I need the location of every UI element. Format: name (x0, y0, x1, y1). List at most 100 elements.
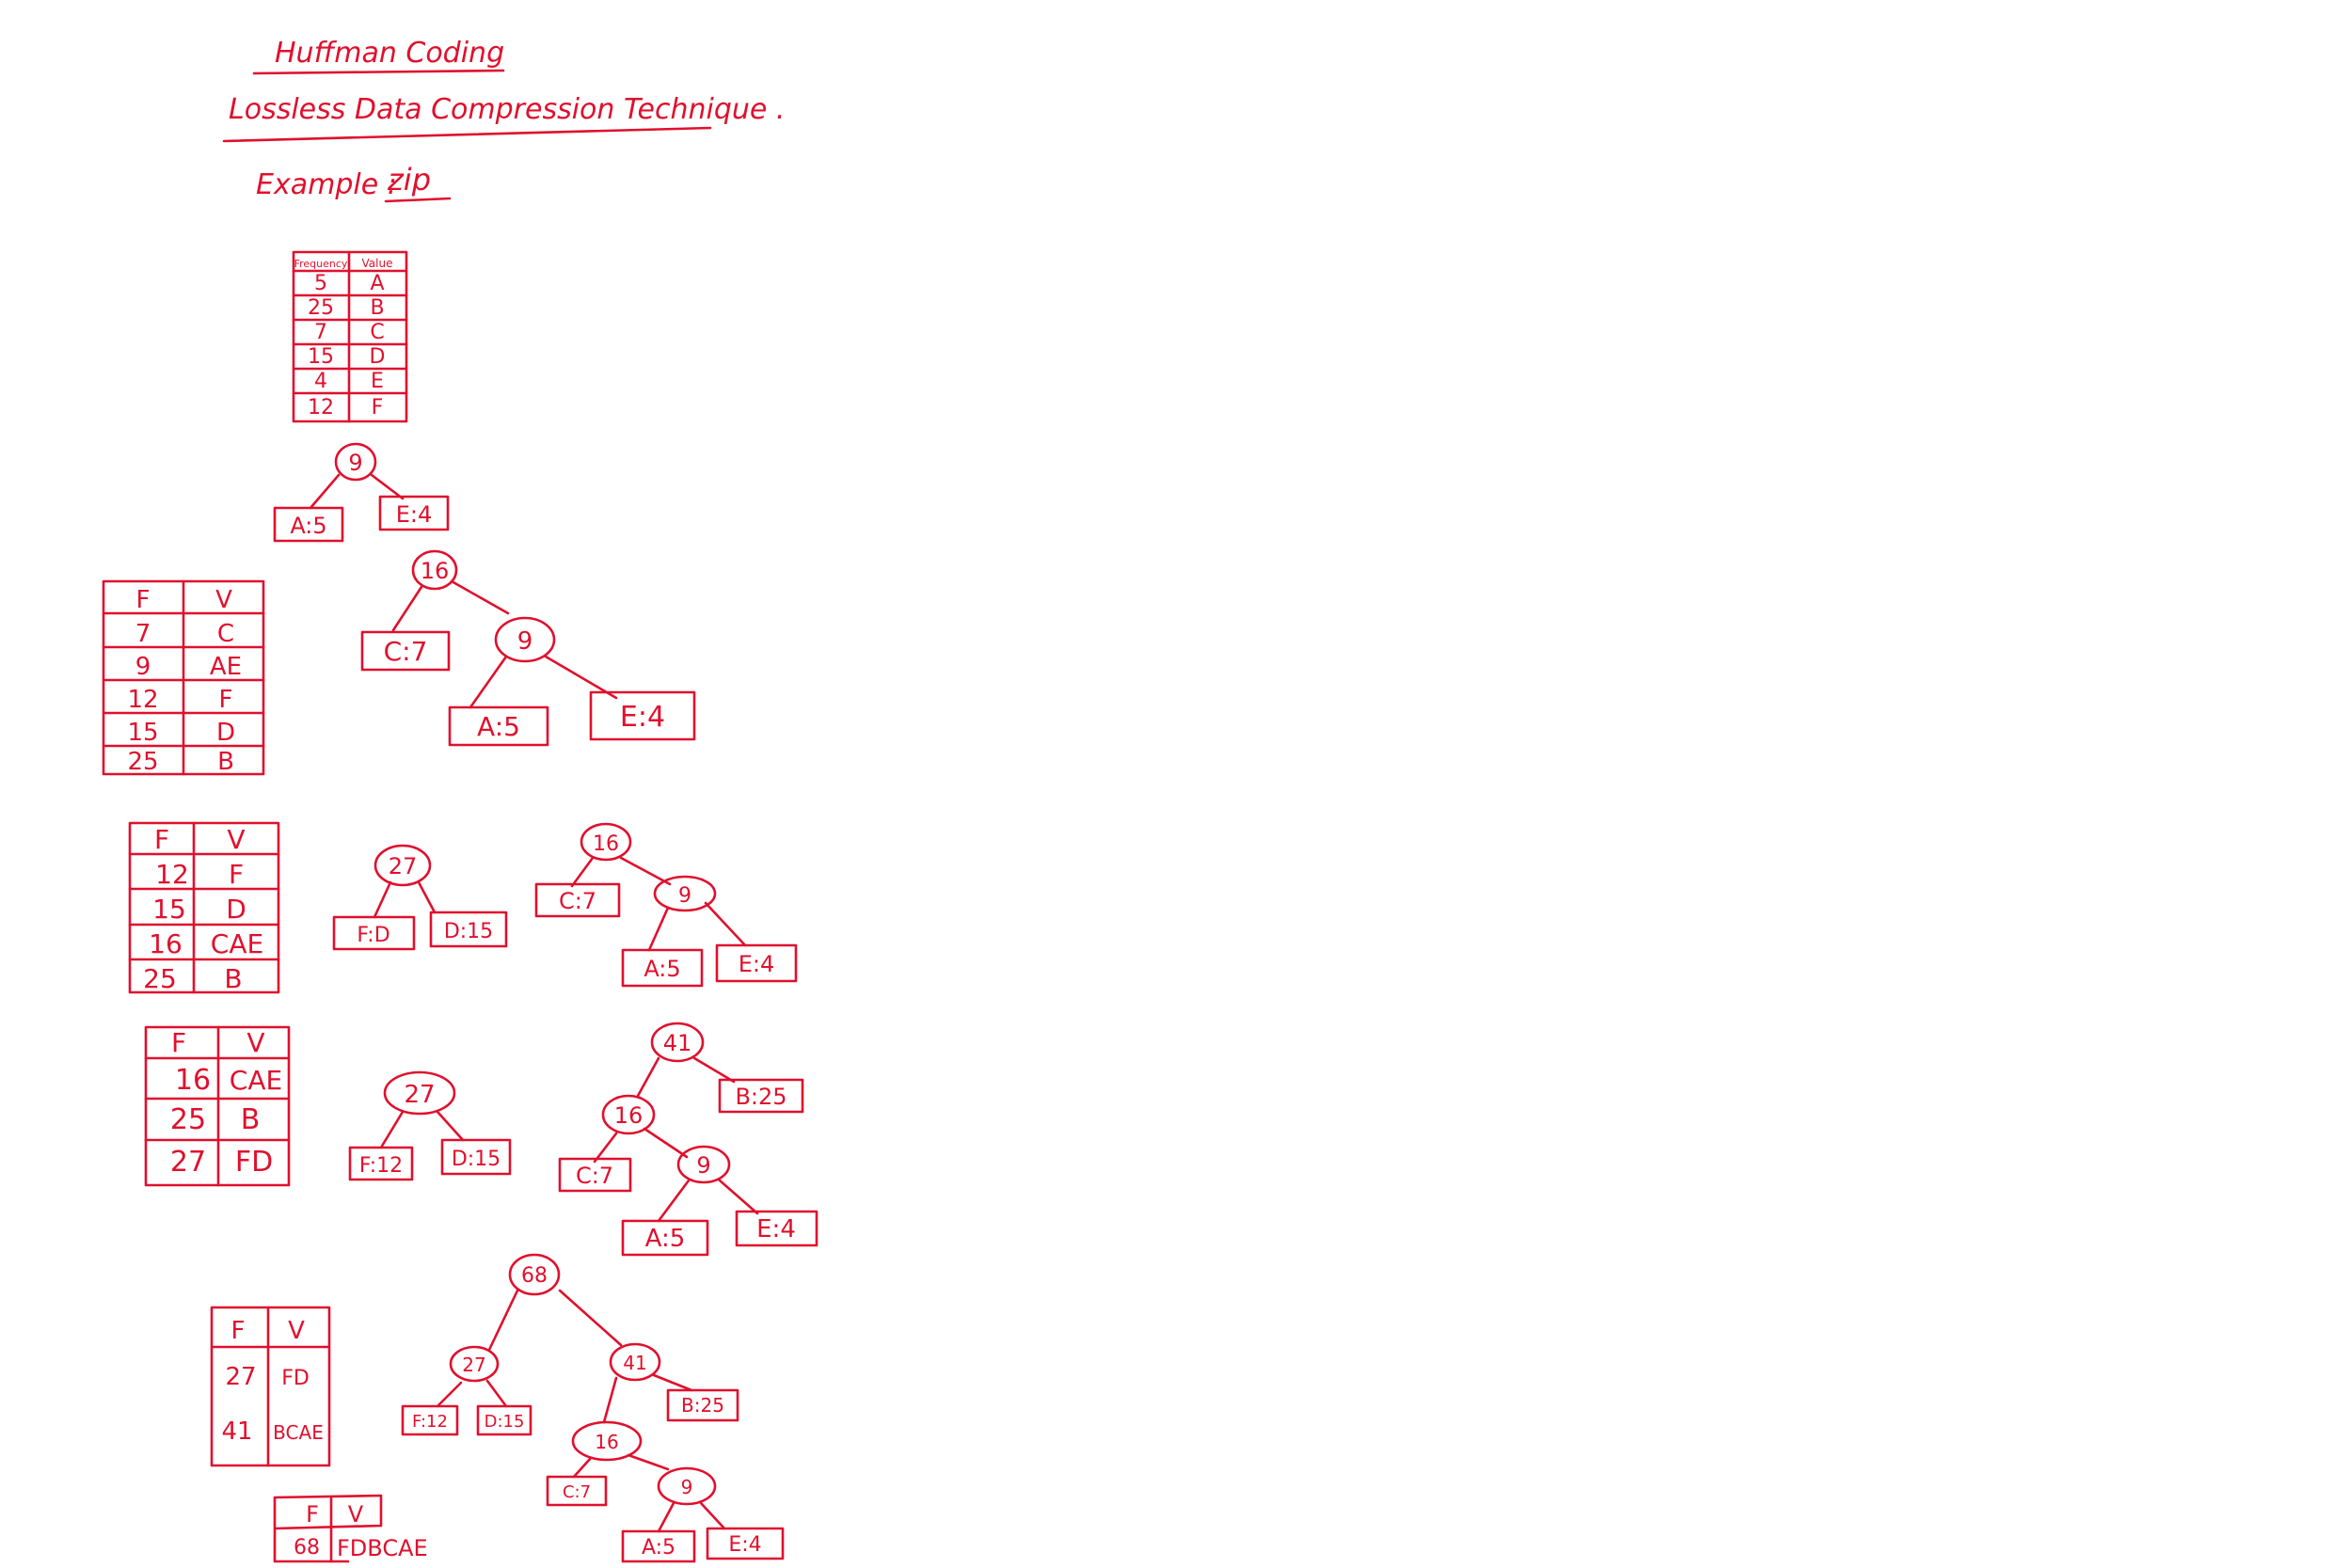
table-cell: 25 (170, 1103, 206, 1136)
tree-node (334, 442, 377, 482)
table-cell: C (217, 620, 234, 648)
leaf-label: A:5 (290, 513, 326, 539)
table-cell: 41 (221, 1418, 252, 1446)
tree-node-label: 68 (521, 1264, 548, 1288)
tree-step2: 16 9 C:7 A:5 E:4 (360, 549, 696, 747)
tree-node-label: 41 (663, 1030, 692, 1056)
table-cell: 5 (314, 272, 327, 295)
tree-node (373, 844, 432, 887)
leaf-label: B:25 (735, 1084, 787, 1110)
subtitle-underline (222, 126, 712, 143)
tree-step4-27: 27 F:12 D:15 (348, 1070, 512, 1181)
table-header: V (215, 586, 232, 614)
tree-step1: 9 A:5 E:4 (273, 442, 450, 543)
table-cell: 27 (170, 1146, 206, 1179)
table-header: V (288, 1317, 305, 1345)
tree-node-label: 9 (517, 627, 533, 656)
leaf-box (715, 943, 798, 983)
leaf-label: F:D (357, 924, 389, 947)
leaf-box (448, 705, 549, 747)
leaf-box (429, 911, 508, 948)
leaf-label: D:15 (444, 920, 493, 943)
table-cell: 15 (152, 894, 186, 925)
example-value: zip (387, 162, 431, 198)
table-cell: 27 (225, 1363, 256, 1391)
tree-node-label: 9 (348, 450, 362, 476)
leaf-label: E:4 (728, 1533, 761, 1557)
title-underline (252, 69, 505, 75)
table-cell: 12 (308, 396, 334, 420)
table-header: F (231, 1317, 246, 1345)
example-label: Example : (256, 168, 397, 201)
table-header: V (227, 824, 245, 855)
leaf-box (273, 506, 344, 543)
leaf-box (348, 1146, 414, 1181)
leaf-label: A:5 (642, 1536, 675, 1560)
tree-node (676, 1145, 731, 1184)
leaf-label: A:5 (644, 956, 680, 982)
tree-node (653, 875, 717, 912)
frequency-table: Frequency Value 5 A 25 B 7 C 15 D 4 E 12… (292, 250, 408, 423)
tree-node-label: 16 (595, 1431, 618, 1453)
tree-node-label: 16 (614, 1102, 644, 1129)
tree-node (580, 822, 632, 862)
tree-node-label: 9 (681, 1476, 693, 1498)
leaf-box (621, 1219, 709, 1257)
leaf-label: F:12 (359, 1154, 403, 1178)
tree-node-label: 16 (421, 558, 450, 584)
table-cell: FDBCAE (337, 1535, 428, 1561)
table-header: F (154, 824, 169, 855)
table-cell: 7 (135, 620, 151, 648)
leaf-label: E:4 (739, 951, 775, 977)
leaf-box (589, 690, 696, 741)
leaf-box (706, 1527, 785, 1560)
tree-node (508, 1253, 561, 1296)
table-step6: F V 68 FDBCAE (273, 1494, 428, 1563)
table-cell: D (216, 719, 235, 747)
table-step3: F V 12 F 15 D 16 CAE 25 B (128, 821, 280, 994)
table-step5: F V 27 FD 41 BCAE (210, 1306, 331, 1467)
leaf-label: C:7 (563, 1482, 591, 1502)
table-cell: 68 (294, 1536, 320, 1560)
leaf-box (621, 948, 704, 988)
leaf-label: C:7 (384, 636, 428, 667)
leaf-box (621, 1529, 696, 1563)
leaf-box (718, 1078, 804, 1114)
table-header: Frequency (294, 258, 348, 270)
table-cell: 12 (155, 859, 189, 890)
table-cell: E (371, 370, 384, 393)
example-underline (384, 197, 452, 203)
leaf-label: C:7 (559, 888, 596, 914)
tree-node (383, 1070, 456, 1116)
table-cell: 15 (308, 345, 334, 369)
table-cell: B (370, 296, 384, 320)
table-cell: A (370, 272, 384, 295)
table-cell: B (241, 1103, 261, 1136)
table-header: F (136, 586, 151, 614)
table-cell: B (224, 963, 242, 994)
table-cell: B (217, 748, 234, 776)
leaf-label: C:7 (576, 1163, 613, 1189)
tree-node-label: 27 (404, 1081, 435, 1109)
table-cell: FD (235, 1146, 273, 1179)
tree-node (601, 1094, 656, 1135)
table-cell: 7 (314, 321, 327, 344)
leaf-label: A:5 (477, 711, 520, 742)
table-cell: CAE (211, 928, 263, 959)
table-cell: 12 (127, 686, 158, 714)
tree-node-label: 41 (623, 1352, 646, 1374)
table-cell: F (219, 686, 233, 714)
leaf-label: E:4 (620, 701, 665, 734)
title: Huffman Coding (275, 37, 504, 70)
leaf-box (378, 495, 450, 531)
tree-node-label: 16 (593, 832, 619, 856)
table-cell: 9 (135, 653, 151, 681)
leaf-box (440, 1138, 512, 1176)
tree-node (494, 616, 556, 663)
table-header: V (348, 1501, 364, 1528)
table-cell: 25 (308, 296, 334, 320)
table-cell: 16 (149, 928, 183, 959)
tree-step4-41: 41 B:25 16 C:7 9 A:5 E:4 (558, 1022, 818, 1257)
leaf-box (546, 1475, 608, 1507)
